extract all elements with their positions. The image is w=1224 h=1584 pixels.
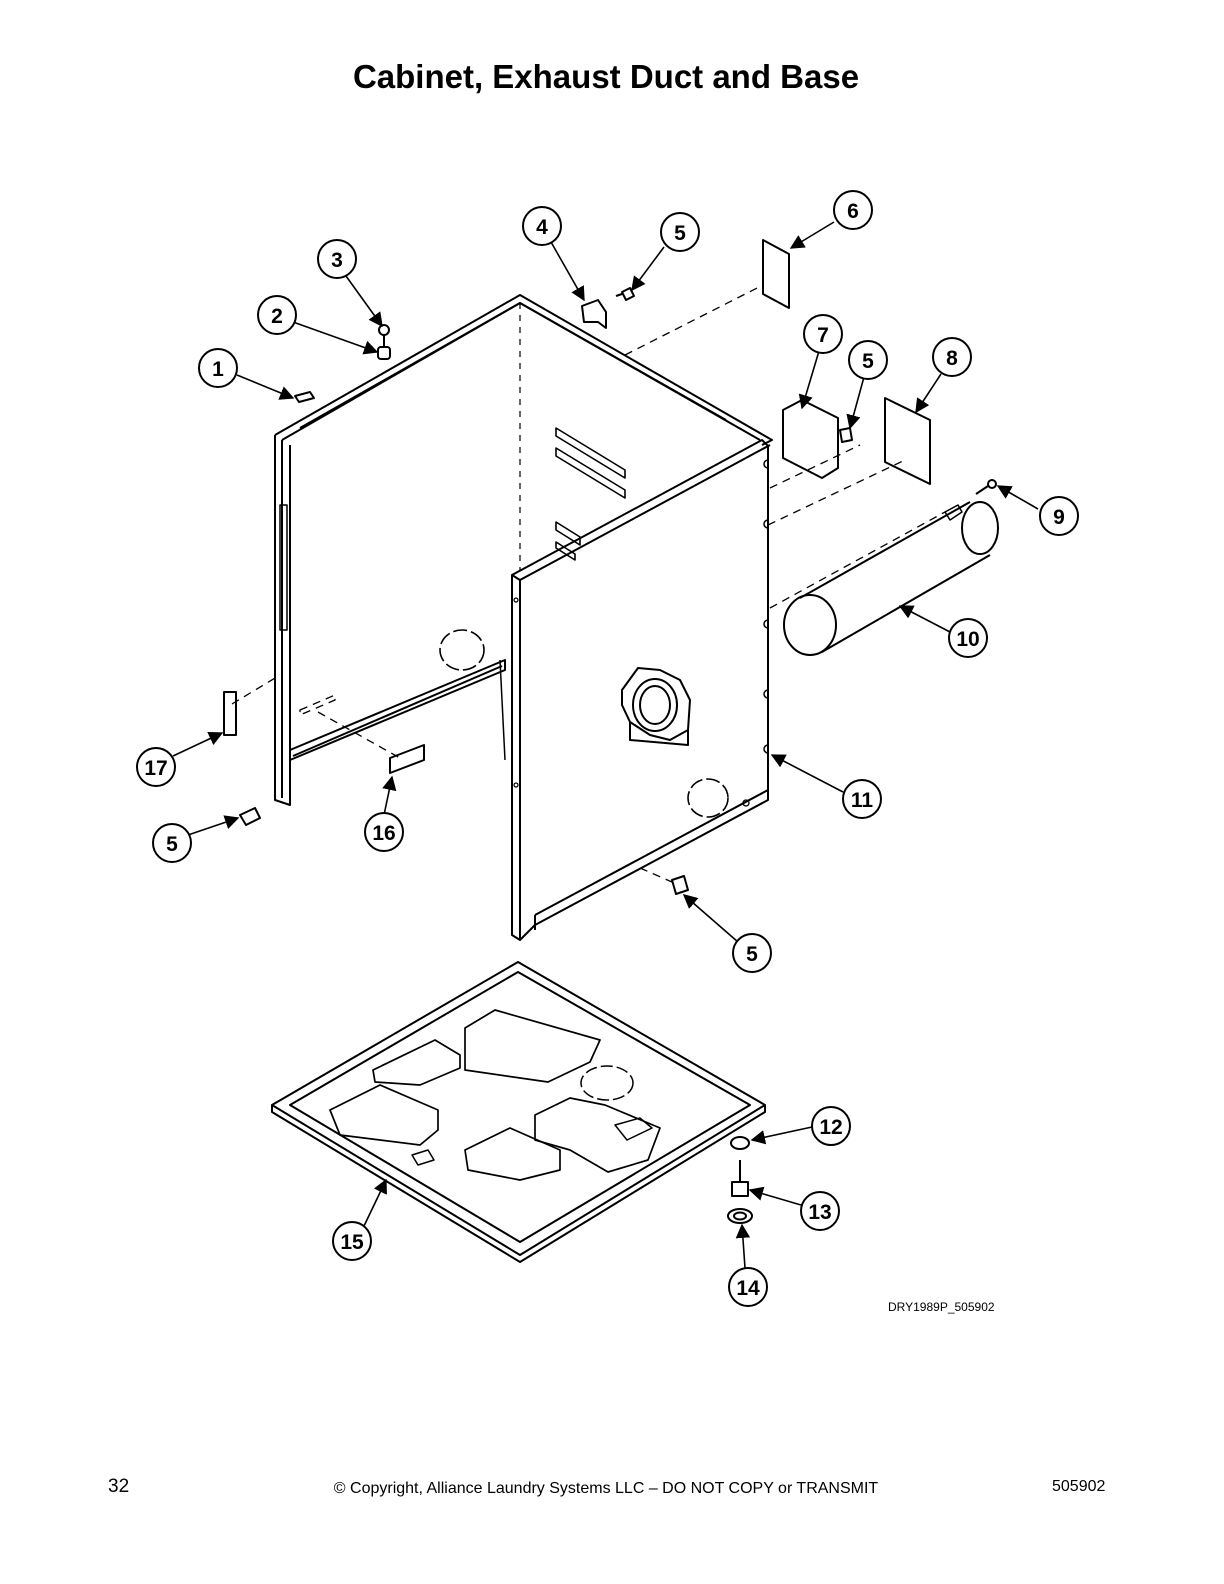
callout-number: 9 xyxy=(1053,506,1065,529)
callout-number: 12 xyxy=(819,1116,842,1139)
label-part-6 xyxy=(762,239,790,309)
callout-5-left: 5 xyxy=(152,823,192,863)
cabinet-back-panel xyxy=(274,294,773,671)
screw-part-5-left xyxy=(239,807,261,826)
callout-4: 4 xyxy=(522,206,562,246)
callout-number: 2 xyxy=(271,305,283,328)
screw-part-9 xyxy=(975,479,997,495)
label-part-16 xyxy=(389,744,425,774)
callout-14: 14 xyxy=(728,1267,768,1307)
callout-3: 3 xyxy=(317,239,357,279)
callout-number: 16 xyxy=(372,822,395,845)
callout-15: 15 xyxy=(332,1221,372,1261)
base-part-15 xyxy=(271,961,766,1263)
callout-13: 13 xyxy=(800,1191,840,1231)
callout-number: 17 xyxy=(144,757,167,780)
callout-1: 1 xyxy=(198,348,238,388)
page-number: 32 xyxy=(108,1476,130,1497)
screw-part-3 xyxy=(378,324,390,346)
drawing-code: DRY1989P_505902 xyxy=(888,1300,995,1314)
cabinet-left-side-panel xyxy=(274,435,506,806)
callout-number: 4 xyxy=(536,216,548,239)
callout-number: 1 xyxy=(212,358,224,381)
callout-number: 11 xyxy=(851,789,874,812)
callout-11: 11 xyxy=(842,779,882,819)
label-part-8 xyxy=(884,397,931,485)
callout-10: 10 xyxy=(948,618,988,658)
callout-number: 5 xyxy=(166,833,178,856)
callout-8: 8 xyxy=(932,337,972,377)
leveling-leg-part-13 xyxy=(731,1160,749,1197)
callout-16: 16 xyxy=(364,812,404,852)
clip-part-1 xyxy=(294,391,315,403)
cover-plate-part-7 xyxy=(782,399,839,479)
nut-part-2 xyxy=(377,346,391,360)
callout-5-bottom: 5 xyxy=(732,933,772,973)
callout-2: 2 xyxy=(257,295,297,335)
foot-pad-part-14 xyxy=(727,1208,753,1224)
screw-part-5-bottom xyxy=(671,875,689,895)
callout-number: 15 xyxy=(340,1231,364,1254)
callout-number: 8 xyxy=(946,347,958,370)
callout-17: 17 xyxy=(136,747,176,787)
callout-5-mid: 5 xyxy=(848,340,888,380)
callout-9: 9 xyxy=(1039,496,1079,536)
callout-number: 10 xyxy=(956,628,979,651)
callout-6: 6 xyxy=(833,190,873,230)
callout-number: 5 xyxy=(862,350,874,373)
cabinet-right-side-panel xyxy=(511,439,771,941)
exhaust-duct-part-10 xyxy=(783,501,999,656)
copyright-notice: © Copyright, Alliance Laundry Systems LL… xyxy=(333,1480,879,1497)
label-part-17 xyxy=(223,691,237,736)
screw-part-5-top xyxy=(615,287,635,301)
callout-5-top: 5 xyxy=(660,212,700,252)
callout-12: 12 xyxy=(811,1106,851,1146)
callout-number: 7 xyxy=(817,324,829,347)
callout-number: 5 xyxy=(746,943,758,966)
callout-number: 5 xyxy=(674,222,686,245)
callout-number: 6 xyxy=(847,200,859,223)
callout-7: 7 xyxy=(803,314,843,354)
callout-number: 14 xyxy=(736,1277,760,1300)
bracket-part-4 xyxy=(581,299,607,329)
nut-part-12 xyxy=(730,1136,750,1150)
callout-number: 3 xyxy=(331,249,343,272)
page-title: Cabinet, Exhaust Duct and Base xyxy=(352,58,860,95)
callout-number: 13 xyxy=(808,1201,831,1224)
screw-part-5-mid xyxy=(839,427,853,443)
document-number: 505902 xyxy=(1052,1478,1106,1495)
